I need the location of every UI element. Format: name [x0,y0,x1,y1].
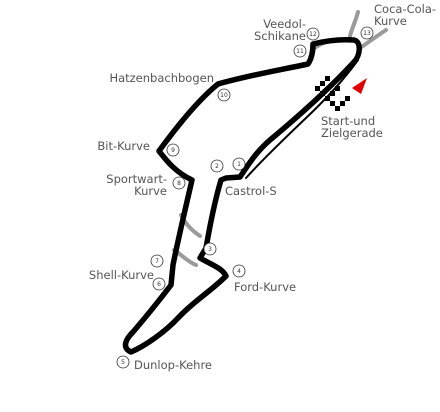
label-hatzenbach: Hatzenbachbogen [109,71,214,85]
turn-number: 13 [363,30,371,37]
label-coca-cola-line2: Kurve [374,14,407,28]
turn-number: 5 [121,359,125,366]
turn-marker-11: 11 [293,44,307,58]
start-direction-arrow [352,78,367,94]
flag-cell [335,106,340,111]
turn-number: 8 [177,180,181,187]
flag-cell [325,76,330,81]
turn-number: 2 [215,163,219,170]
flag-cell [330,91,335,96]
flag-cell [325,96,330,101]
turn-marker-3: 3 [203,242,217,256]
label-start-ziel-line1: Start-und [321,114,375,128]
turn-number: 11 [296,48,304,55]
label-sportwart-line2: Kurve [134,184,167,198]
turn-marker-12: 12 [306,27,320,41]
turn-number: 9 [171,147,175,154]
label-dunlop: Dunlop-Kehre [134,358,212,372]
turn-marker-2: 2 [210,159,224,173]
label-bit: Bit-Kurve [97,139,150,153]
turn-marker-8: 8 [172,176,186,190]
turn-number: 12 [309,31,317,38]
label-castrol: Castrol-S [225,184,277,198]
turn-number: 10 [220,92,228,99]
label-start-ziel-line2: Zielgerade [321,126,383,140]
pit-lane-line [245,59,359,179]
label-coca-cola-line1: Coca-Cola- [374,2,436,16]
flag-cell [330,101,335,106]
turn-marker-13: 13 [360,26,374,40]
flag-cell [320,81,325,86]
turn-marker-4: 4 [232,264,246,278]
flag-cell [335,86,340,91]
flag-cell [315,86,320,91]
turn-number: 7 [155,258,159,265]
flag-cell [340,101,345,106]
flag-cell [320,91,325,96]
turn-number: 6 [157,281,161,288]
turn-number: 1 [237,161,241,168]
label-sportwart-line1: Sportwart- [106,172,167,186]
turn-marker-1: 1 [232,157,246,171]
label-shell: Shell-Kurve [89,268,154,282]
corner-labels: Coca-Cola- Kurve Veedol- Schikane Hatzen… [89,2,436,372]
turn-marker-10: 10 [217,88,231,102]
turn-number: 4 [237,268,241,275]
label-veedol-line1: Veedol- [263,17,306,31]
turn-marker-5: 5 [116,355,130,369]
label-veedol-line2: Schikane [254,29,306,43]
turn-markers: 1 2 3 4 5 6 7 8 9 10 11 12 13 [116,26,374,369]
track-main-loop [122,37,362,355]
label-ford: Ford-Kurve [234,280,296,294]
main-track [122,37,362,355]
flag-cell [345,96,350,101]
turn-marker-6: 6 [152,277,166,291]
start-finish-flag [315,76,350,111]
turn-number: 3 [208,246,212,253]
turn-marker-7: 7 [150,254,164,268]
turn-marker-9: 9 [166,143,180,157]
